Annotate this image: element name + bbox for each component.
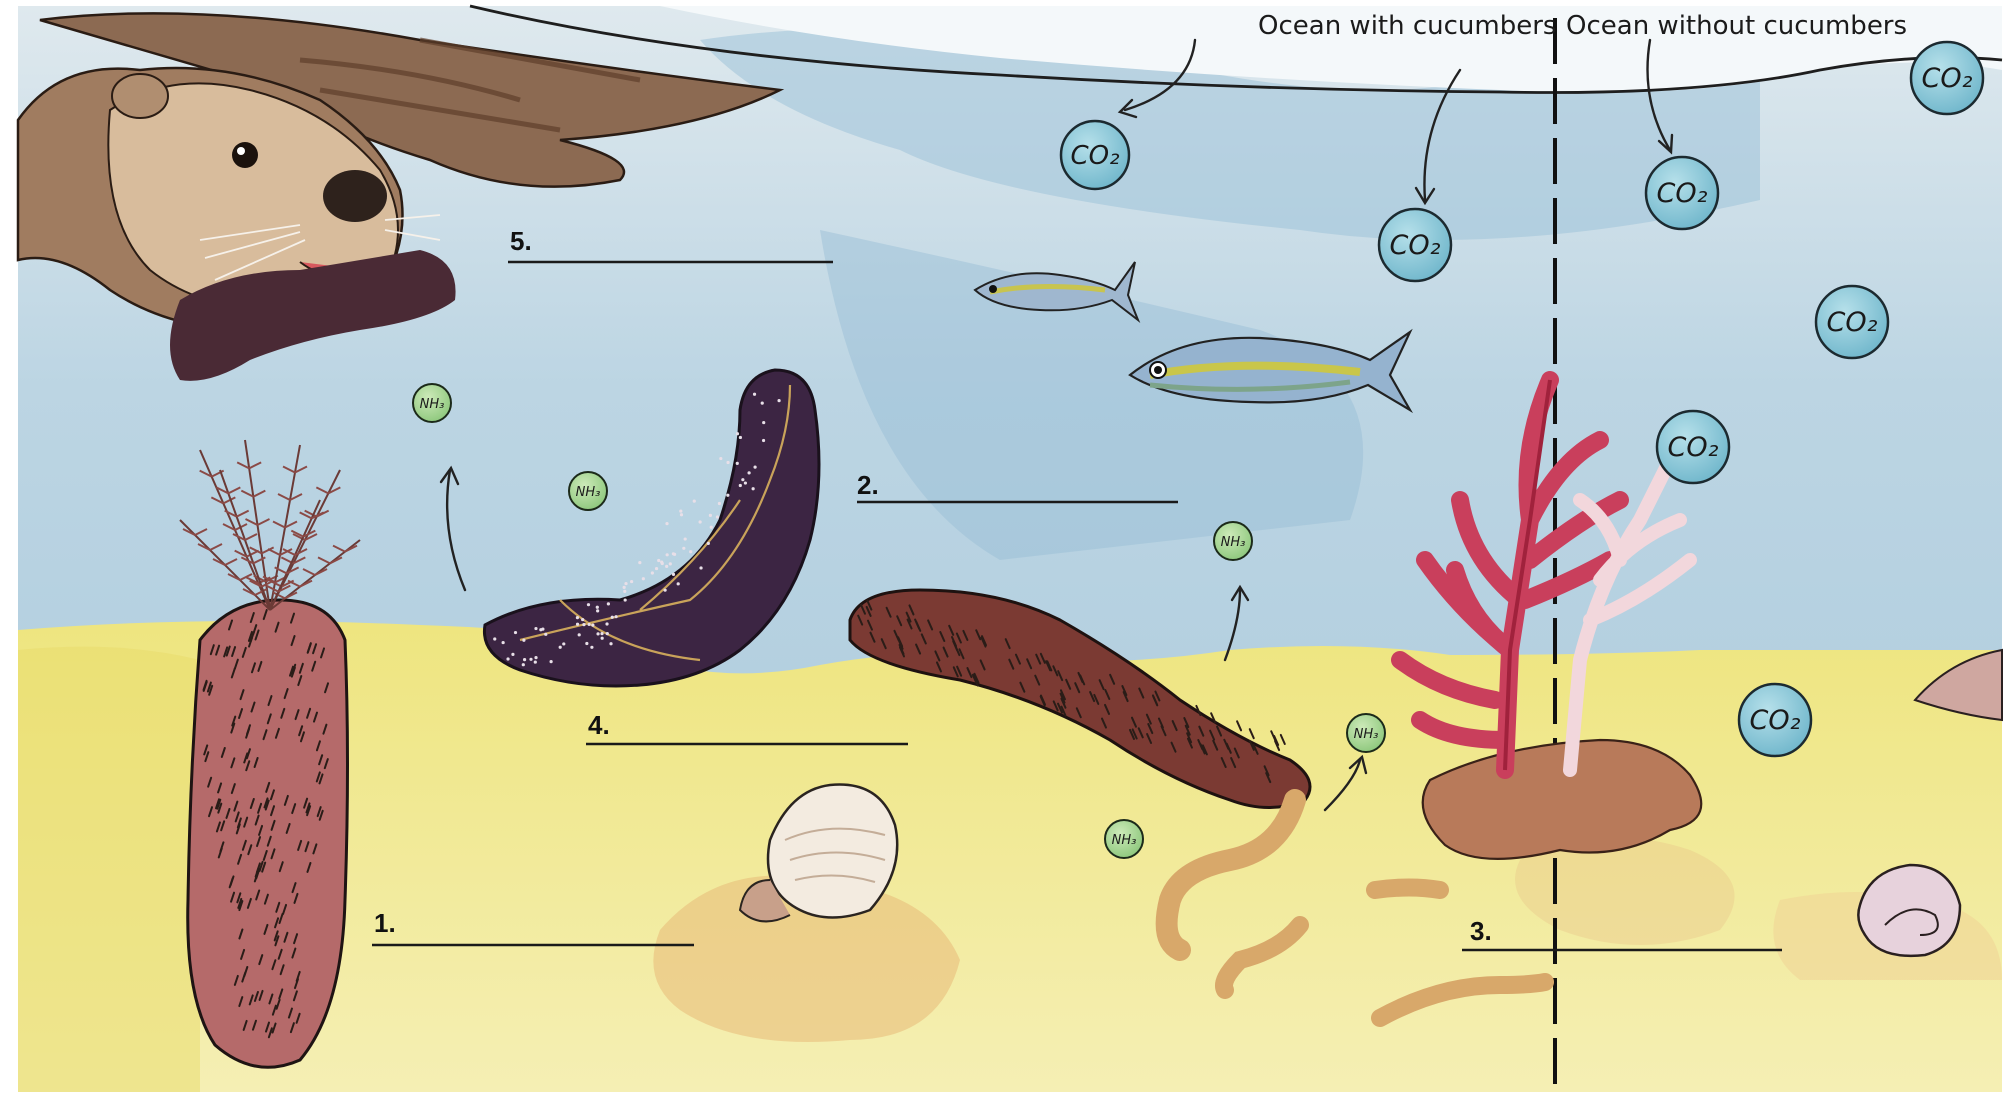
co2-label: CO₂ [1657,178,1708,209]
label-ocean-without-cucumbers: Ocean without cucumbers [1566,11,1907,41]
blank-number-2: 2. [857,470,879,500]
nh3-label: NH₃ [1112,833,1137,848]
co2-molecule: CO₂ [1646,157,1718,229]
nh3-molecule: NH₃ [1105,820,1143,858]
nh3-molecule: NH₃ [1347,714,1385,752]
co2-molecule: CO₂ [1739,684,1811,756]
sand-wash-left [18,647,200,1092]
co2-molecule: CO₂ [1657,411,1729,483]
nh3-molecule: NH₃ [569,472,607,510]
co2-label: CO₂ [1390,230,1441,261]
nh3-molecule: NH₃ [413,384,451,422]
co2-label: CO₂ [1922,63,1973,94]
co2-molecule: CO₂ [1379,209,1451,281]
co2-label: CO₂ [1827,307,1878,338]
co2-molecule: CO₂ [1816,286,1888,358]
otter-eye [232,142,258,168]
otter-nose [323,170,387,222]
co2-label: CO₂ [1070,141,1119,171]
blank-number-1: 1. [374,908,396,938]
co2-label: CO₂ [1750,705,1801,736]
nh3-label: NH₃ [420,397,445,412]
co2-molecule: CO₂ [1911,42,1983,114]
label-ocean-with-cucumbers: Ocean with cucumbers [1258,11,1556,41]
burrowing-cucumber-body [188,600,348,1067]
nh3-label: NH₃ [1354,727,1379,742]
blank-number-4: 4. [588,710,610,740]
otter-eye-glint [237,147,245,155]
co2-label: CO₂ [1668,432,1719,463]
nh3-label: NH₃ [576,485,601,500]
blank-number-5: 5. [510,226,532,256]
nh3-label: NH₃ [1221,535,1246,550]
blank-number-3: 3. [1470,916,1492,946]
nh3-molecule: NH₃ [1214,522,1252,560]
otter-ear [112,74,168,118]
co2-molecule: CO₂ [1061,121,1129,189]
